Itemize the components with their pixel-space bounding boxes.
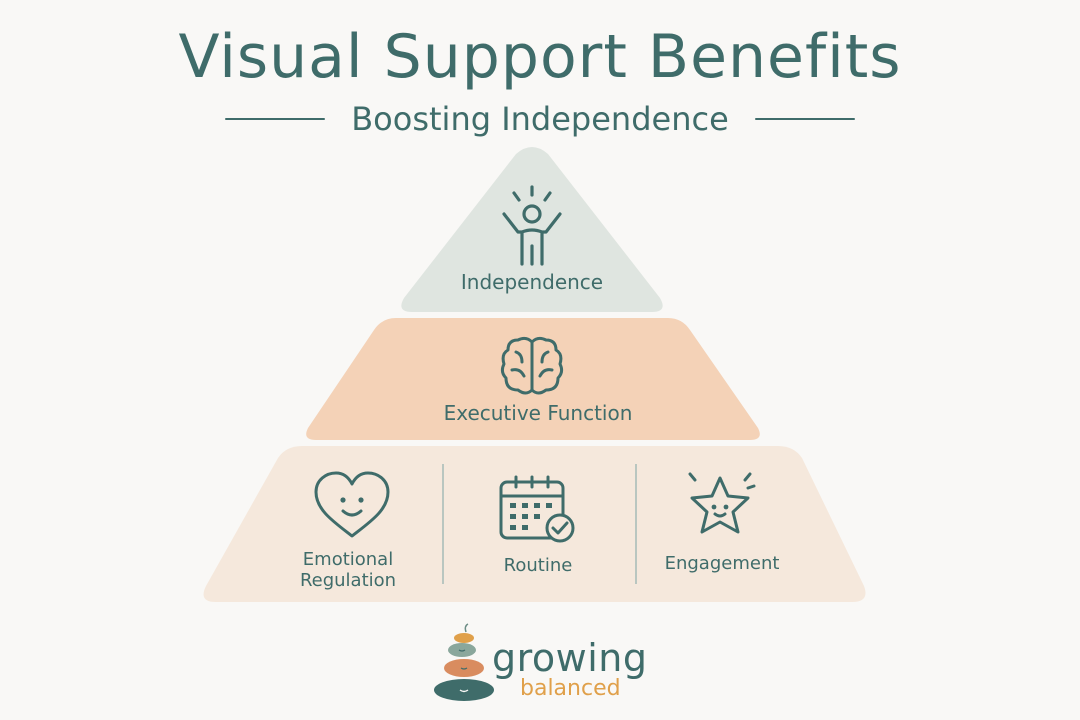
smiling-heart-icon [314,471,390,538]
page-title: Visual Support Benefits [178,22,902,92]
top-tier-label: Independence [460,270,604,294]
smiling-star-icon [688,472,756,534]
stacked-stones-icon [434,623,494,701]
emotional-regulation-line1: Emotional [302,549,394,570]
middle-tier-label: Executive Function [443,401,633,425]
page-subtitle: Boosting Independence [351,100,729,138]
logo-word-growing: growing [492,636,648,680]
subtitle-left-rule [225,118,326,120]
calendar-check-icon [499,475,575,543]
brand-logo: growing balanced [428,622,648,706]
brain-icon [500,336,564,395]
subtitle-row: Boosting Independence [0,97,1080,141]
emotional-regulation-line2: Regulation [299,570,397,591]
person-raising-arms-icon [502,185,562,266]
base-item-engagement-label: Engagement [664,553,780,574]
subtitle-right-rule [754,118,855,120]
pyramid-base-tier [203,446,866,602]
base-item-routine-label: Routine [503,555,573,576]
logo-word-balanced: balanced [520,676,621,701]
base-item-emotional-regulation-label: Emotional Regulation [278,549,418,591]
